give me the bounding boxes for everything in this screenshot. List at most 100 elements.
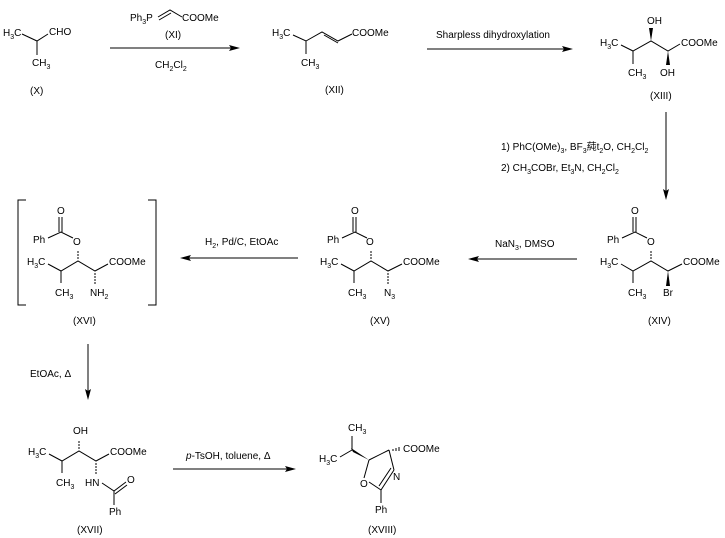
bond-skeleton xyxy=(340,260,403,283)
arrow-head xyxy=(85,389,91,400)
bond-ester xyxy=(47,231,74,239)
bond-amide xyxy=(101,481,128,505)
atom-coome: COOMe xyxy=(403,257,440,268)
atom-coome: COOMe xyxy=(403,444,440,455)
atom-cho: CHO xyxy=(49,27,71,38)
arrow-head xyxy=(229,45,240,51)
step-6: EtOAc, Δ xyxy=(30,344,91,400)
solvent-ch2cl2: CH2Cl2 xyxy=(155,60,187,73)
step-2: Sharpless dihydroxylation xyxy=(427,30,573,52)
label-X: (X) xyxy=(30,86,43,97)
atom-h3c: H3C xyxy=(600,38,618,51)
atom-ch3: CH3 xyxy=(628,68,646,81)
atom-coome: COOMe xyxy=(352,28,389,39)
bond-ylide xyxy=(157,9,183,21)
atom-h3c: H3C xyxy=(3,28,21,41)
compound-X: H3C CHO CH3 (X) xyxy=(3,27,71,97)
atom-ch3: CH3 xyxy=(56,478,74,491)
step-5: H2, Pd/C, EtOAc xyxy=(180,237,298,261)
hash-bond xyxy=(78,441,80,449)
atom-ph: Ph xyxy=(109,507,121,518)
atom-o-amide: O xyxy=(127,475,135,486)
bond-isopropyl xyxy=(339,436,353,458)
atom-h3c: H3C xyxy=(272,28,290,41)
atom-ch3: CH3 xyxy=(628,288,646,301)
atom-ch3: CH3 xyxy=(301,58,319,71)
step-3: 1) PhC(OMe)3, BF3蒓t2O, CH2Cl2 2) CH3COBr… xyxy=(501,112,669,200)
hash-bond xyxy=(94,273,96,284)
atom-ch3: CH3 xyxy=(348,423,366,436)
atom-h3c: H3C xyxy=(28,447,46,460)
arrow-head xyxy=(468,256,479,262)
atom-n3: N3 xyxy=(384,288,395,301)
bond-skeleton xyxy=(48,450,110,473)
bond-double xyxy=(632,217,637,232)
hash-bond xyxy=(370,251,372,259)
atom-o-carbonyl: O xyxy=(57,206,65,217)
compound-XII: H3C COOMe CH3 (XII) xyxy=(272,28,389,96)
reagent-nan3: NaN3, DMSO xyxy=(495,239,555,252)
atom-br: Br xyxy=(663,288,674,299)
wedge-bond xyxy=(666,271,670,286)
atom-o-ring: O xyxy=(360,479,368,490)
atom-h3c: H3C xyxy=(27,257,45,270)
label-XVIII: (XVIII) xyxy=(368,525,396,536)
label-XV: (XV) xyxy=(370,316,390,327)
atom-ch3: CH3 xyxy=(32,58,50,71)
atom-ch3: CH3 xyxy=(348,288,366,301)
atom-coome: COOMe xyxy=(681,38,718,49)
wedge-bond xyxy=(351,448,369,460)
reagent-coome: COOMe xyxy=(182,13,219,24)
reagent-line-2: 2) CH3COBr, Et3N, CH2Cl2 xyxy=(501,163,619,176)
reagent-line-1: 1) PhC(OMe)3, BF3蒓t2O, CH2Cl2 xyxy=(501,141,648,155)
atom-ch3: CH3 xyxy=(55,288,73,301)
atom-o-carbonyl: O xyxy=(631,206,639,217)
atom-oh: OH xyxy=(73,426,88,437)
compound-XVII: OH H3C COOMe CH3 HN O Ph (XVII) xyxy=(28,426,147,536)
atom-h3c: H3C xyxy=(600,257,618,270)
atom-h3c: H3C xyxy=(319,454,337,467)
compound-XIV: O Ph O H3C COOMe CH3 Br (XIV) xyxy=(600,206,720,327)
atom-ph: Ph xyxy=(327,235,339,246)
compound-XV: O Ph O H3C COOMe CH3 N3 (XV) xyxy=(320,206,440,327)
step-1: Ph3P COOMe (XI) CH2Cl2 xyxy=(110,9,240,73)
bond-double xyxy=(352,217,357,232)
reagent-sharpless: Sharpless dihydroxylation xyxy=(436,30,550,41)
atom-coome: COOMe xyxy=(110,447,147,458)
wedge-bond xyxy=(666,51,670,65)
compound-XIII: OH H3C COOMe CH3 OH (XIII) xyxy=(600,16,718,102)
label-XI: (XI) xyxy=(165,30,181,41)
atom-o-ester: O xyxy=(73,237,81,248)
bond-skeleton xyxy=(620,40,681,64)
bond-skeleton xyxy=(47,260,109,283)
hash-bond xyxy=(387,273,389,284)
atom-coome: COOMe xyxy=(109,257,146,268)
bond-ester xyxy=(341,231,368,239)
label-XII: (XII) xyxy=(325,85,344,96)
step-7: p-TsOH, toluene, Δ xyxy=(173,451,296,472)
atom-nh2: NH2 xyxy=(90,288,108,301)
reagent-ptsoh: p-TsOH, toluene, Δ xyxy=(185,451,271,462)
atom-hn: HN xyxy=(85,478,99,489)
bracket-left xyxy=(17,199,26,306)
atom-o-ester: O xyxy=(366,237,374,248)
hash-bond xyxy=(95,463,97,474)
atom-o-ester: O xyxy=(647,237,655,248)
atom-n-ring: N xyxy=(393,472,400,483)
bond-ester xyxy=(621,231,648,239)
label-XIV: (XIV) xyxy=(648,316,671,327)
atom-oh-bottom: OH xyxy=(660,68,675,79)
atom-oh-top: OH xyxy=(647,16,662,27)
label-XVI: (XVI) xyxy=(73,316,96,327)
arrow-head xyxy=(285,466,296,472)
arrow-head xyxy=(562,46,573,52)
atom-ph: Ph xyxy=(607,235,619,246)
bond-double xyxy=(58,217,63,232)
compound-XVIII: CH3 H3C COOMe O N Ph (XVIII) xyxy=(319,423,440,536)
label-XVII: (XVII) xyxy=(77,525,103,536)
reagent-ph3p: Ph3P xyxy=(130,13,153,26)
atom-o-carbonyl: O xyxy=(351,206,359,217)
atom-h3c: H3C xyxy=(320,257,338,270)
arrow-head xyxy=(663,189,669,200)
hash-bond xyxy=(77,251,79,259)
